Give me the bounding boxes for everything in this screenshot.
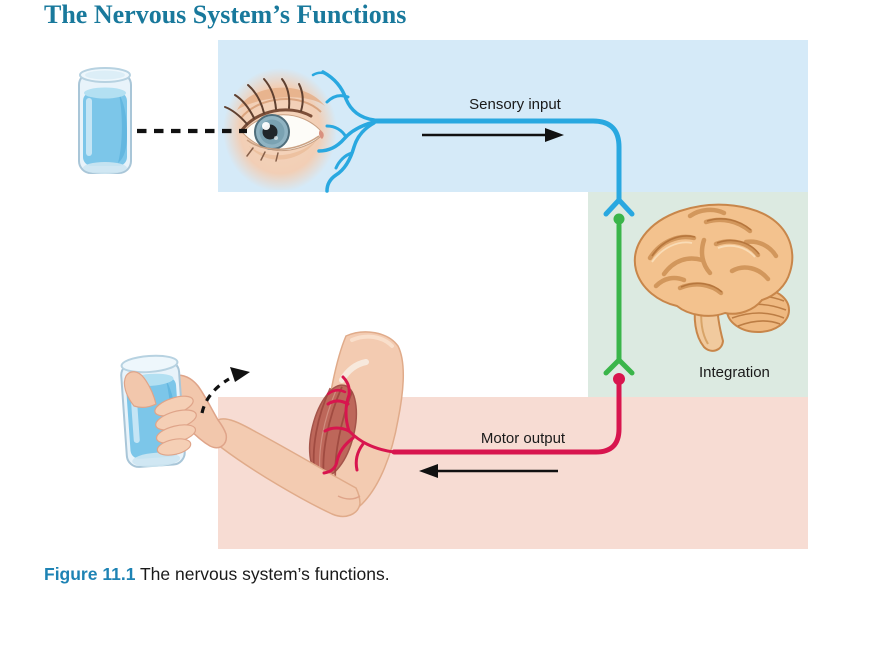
sensory-pathway <box>371 118 635 217</box>
integration-pathway <box>603 213 635 376</box>
integration-label: Integration <box>699 364 770 381</box>
sensory-input-label: Sensory input <box>469 96 561 113</box>
motor-nerve-branches <box>322 375 396 475</box>
motor-output-label: Motor output <box>480 430 566 447</box>
right-arrow-icon <box>422 128 564 142</box>
nerve-endings-icon <box>311 70 376 193</box>
motor-pathway <box>391 373 625 455</box>
figure-caption-text: The nervous system’s functions. <box>135 564 390 584</box>
figure-caption: Figure 11.1 The nervous system’s functio… <box>44 564 390 585</box>
dashed-motion-arrow-icon <box>200 367 250 414</box>
arm-holding-glass-icon <box>120 331 405 518</box>
eye-icon <box>223 68 337 190</box>
page-title: The Nervous System’s Functions <box>44 0 407 29</box>
water-glass-icon <box>78 67 132 174</box>
left-arrow-icon <box>419 464 558 478</box>
figure-caption-number: Figure 11.1 <box>44 564 136 584</box>
brain-icon <box>633 203 794 352</box>
